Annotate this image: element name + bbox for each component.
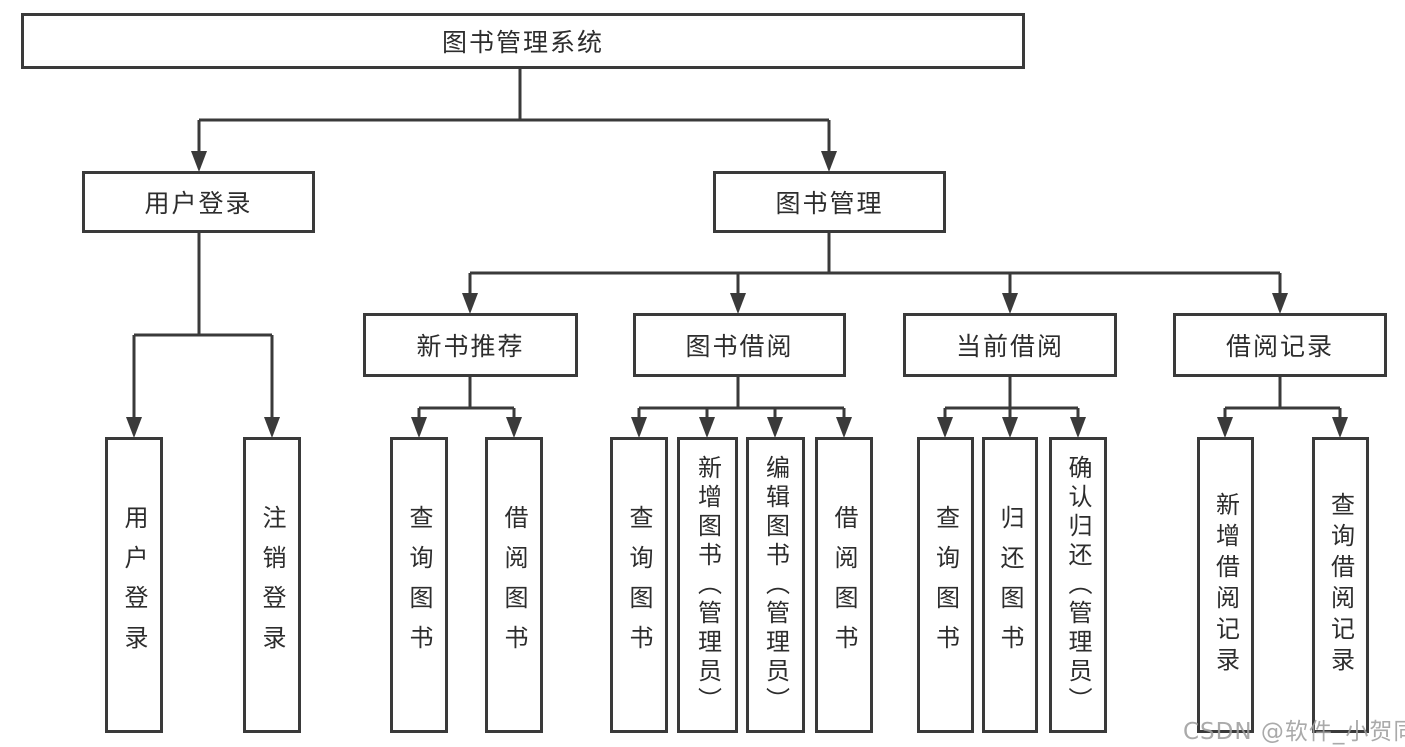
leaf-query-book-current: 查询图书 [917,437,974,733]
node-new-book-recommend-label: 新书推荐 [416,332,525,361]
leaf-query-book-recommend-label: 查询图书 [405,505,433,665]
node-user-login-module: 用户登录 [82,171,315,233]
leaf-query-borrow-record: 查询借阅记录 [1312,437,1369,733]
leaf-edit-book-admin: 编辑图书（管理员） [746,437,805,733]
leaf-add-borrow-record: 新增借阅记录 [1197,437,1254,733]
leaf-logout-label: 注销登录 [258,505,286,665]
leaf-add-borrow-record-label: 新增借阅记录 [1211,492,1240,678]
leaf-logout: 注销登录 [243,437,301,733]
leaf-confirm-return-admin: 确认归还（管理员） [1049,437,1107,733]
leaf-edit-book-admin-label: 编辑图书（管理员） [761,454,790,716]
leaf-add-book-admin-label: 新增图书（管理员） [693,454,722,716]
node-borrowing-records: 借阅记录 [1173,313,1387,377]
csdn-watermark: CSDN @软件_小贺同学 [1183,719,1405,745]
leaf-query-book-recommend: 查询图书 [390,437,448,733]
connector-lines [132,69,1342,419]
node-root-system: 图书管理系统 [21,13,1025,69]
node-book-management-module: 图书管理 [713,171,946,233]
leaf-borrow-book-recommend: 借阅图书 [485,437,543,733]
leaf-user-login-label: 用户登录 [120,505,148,665]
leaf-borrow-book-borrowing-label: 借阅图书 [830,505,858,665]
node-new-book-recommend: 新书推荐 [363,313,578,377]
leaf-user-login: 用户登录 [105,437,163,733]
leaf-query-book-borrowing-label: 查询图书 [625,505,653,665]
node-book-borrowing: 图书借阅 [633,313,846,377]
node-book-borrowing-label: 图书借阅 [685,332,794,361]
node-book-management-label: 图书管理 [775,189,884,218]
node-user-login-label: 用户登录 [144,189,253,218]
leaf-borrow-book-borrowing: 借阅图书 [815,437,873,733]
leaf-query-book-current-label: 查询图书 [931,505,960,665]
leaf-add-book-admin: 新增图书（管理员） [677,437,738,733]
arrowhead-icons [126,151,1348,438]
node-current-borrowing: 当前借阅 [903,313,1117,377]
leaf-return-book-label: 归还图书 [996,505,1024,665]
leaf-query-borrow-record-label: 查询借阅记录 [1326,492,1355,678]
node-borrowing-records-label: 借阅记录 [1225,332,1334,361]
node-current-borrowing-label: 当前借阅 [955,332,1064,361]
leaf-confirm-return-admin-label: 确认归还（管理员） [1064,454,1092,716]
leaf-borrow-book-recommend-label: 借阅图书 [500,505,528,665]
leaf-query-book-borrowing: 查询图书 [610,437,668,733]
node-root-label: 图书管理系统 [441,28,604,57]
leaf-return-book: 归还图书 [982,437,1038,733]
